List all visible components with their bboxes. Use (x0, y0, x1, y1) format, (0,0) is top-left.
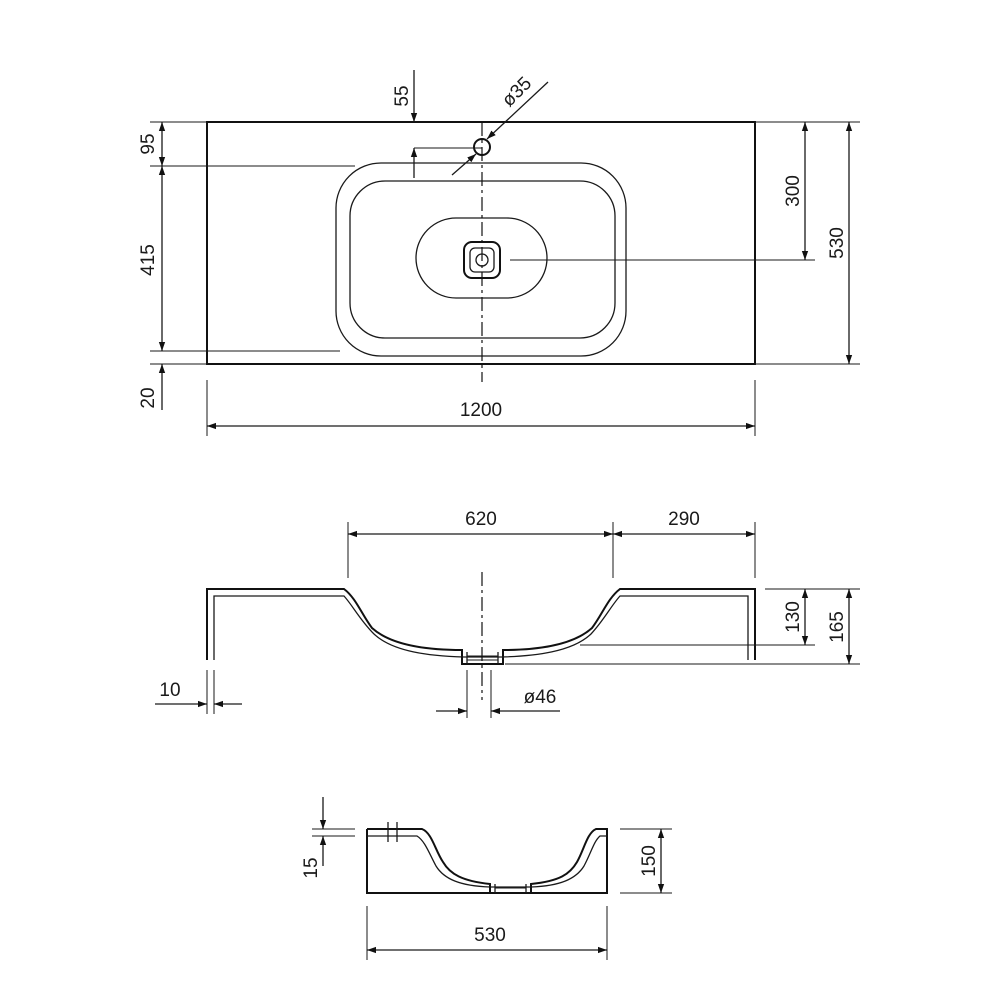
dim-15-label: 15 (301, 857, 322, 878)
countertop-outline (206, 121, 756, 365)
dim-20-label: 20 (138, 387, 159, 408)
dim-side-530-label: 530 (474, 925, 506, 946)
dim-530-label: 530 (827, 227, 848, 259)
dim-290-label: 290 (668, 509, 700, 530)
dim-hole-label: ø35 (498, 73, 536, 111)
dim-620-label: 620 (465, 509, 497, 530)
dim-55-label: 55 (392, 85, 413, 106)
dim-300-label: 300 (783, 175, 804, 207)
dim-415-label: 415 (138, 244, 159, 276)
top-view: 55 ø35 95 415 20 300 530 1200 (138, 70, 860, 436)
dim-165-label: 165 (827, 611, 848, 643)
side-section-view: 15 150 530 (301, 797, 672, 960)
basin-outer-profile (206, 588, 756, 665)
basin-inner-profile (213, 595, 749, 660)
dim-95-label: 95 (138, 133, 159, 154)
dim-10-label: 10 (159, 680, 180, 701)
dim-150-label: 150 (639, 845, 660, 877)
hole-leader-lower (451, 153, 477, 176)
dim-1200-label: 1200 (460, 400, 502, 421)
dim-130-label: 130 (783, 601, 804, 633)
side-outer-profile (366, 828, 608, 894)
dim-drain-label: ø46 (524, 687, 557, 708)
hole-leader-upper (486, 81, 549, 140)
side-inner-profile (367, 835, 607, 888)
front-section-view: 620 290 130 165 10 ø46 (155, 509, 860, 718)
